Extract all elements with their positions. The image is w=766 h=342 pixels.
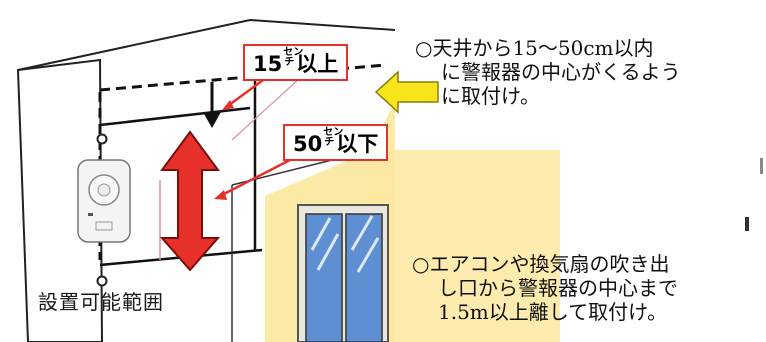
aircon-note-line3: 1.5m以上離して取付け。 <box>438 300 668 324</box>
upper-marker-circle <box>96 133 108 145</box>
upper-guide-line <box>99 106 251 127</box>
ceiling-note-line1: ○天井から15～50cm以内 <box>415 36 654 60</box>
left-wall <box>16 58 104 342</box>
window-pane-left <box>305 213 343 342</box>
edge-mark-1 <box>760 158 763 174</box>
top-distance-label: 15センチ以上 <box>243 44 349 81</box>
window-pane-right <box>345 213 383 342</box>
yellow-pointer-arrow <box>374 70 439 114</box>
gas-alarm-indicator <box>88 213 93 216</box>
ceiling-note-line3: に取付け。 <box>441 84 540 108</box>
range-double-arrow <box>159 130 221 272</box>
range-distance-value: 50 <box>293 132 323 156</box>
range-label-pointer <box>219 158 291 198</box>
top-distance-unit: センチ <box>283 47 304 68</box>
ceiling-edge <box>17 18 396 71</box>
lower-marker-circle <box>96 275 108 287</box>
aircon-note-line1: ○エアコンや換気扇の吹き出 <box>412 252 670 276</box>
aircon-note-line2: し口から警報器の中心まで <box>438 276 678 300</box>
aircon-note: ○エアコンや換気扇の吹き出 し口から警報器の中心まで 1.5m以上離して取付け。 <box>412 252 678 324</box>
edge-mark-2 <box>745 217 749 231</box>
installable-range-caption: 設置可能範囲 <box>38 290 164 314</box>
gas-alarm-vent <box>95 221 113 231</box>
top-distance-value: 15 <box>253 52 283 76</box>
range-distance-suffix: 以下 <box>336 132 379 156</box>
pink-leader-2 <box>231 77 301 141</box>
top-distance-suffix: 以上 <box>296 52 339 76</box>
range-distance-label: 50センチ以下 <box>283 124 389 161</box>
window-reflection <box>310 215 380 273</box>
ceiling-note: ○天井から15～50cm以内 に警報器の中心がくるよう に取付け。 <box>415 36 681 108</box>
gas-alarm-dial-center <box>97 183 111 197</box>
range-label-pointer-head <box>214 190 227 200</box>
ceiling-gap-arrowhead <box>203 112 221 128</box>
range-distance-unit: センチ <box>323 127 344 148</box>
top-label-pointer-head <box>222 100 234 110</box>
ceiling-note-line2: に警報器の中心がくるよう <box>441 60 681 84</box>
right-wall-far <box>372 150 560 342</box>
